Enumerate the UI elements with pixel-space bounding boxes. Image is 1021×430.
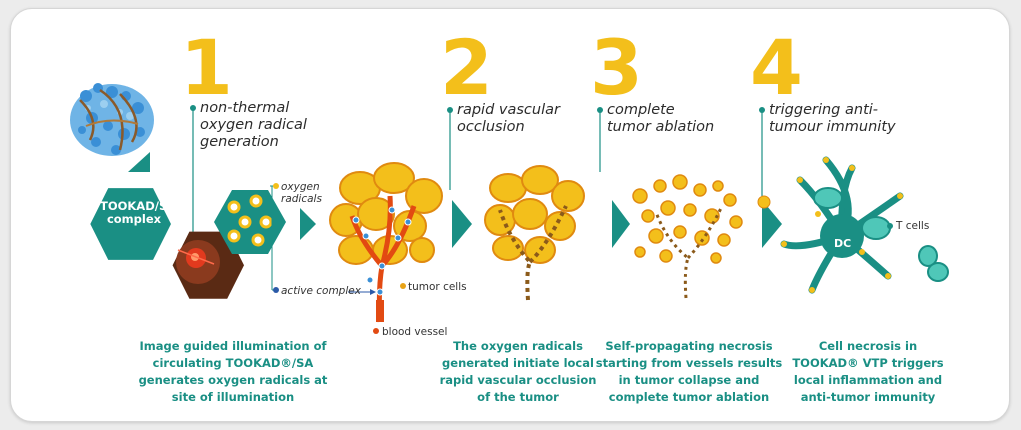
dc-label: DC [834,237,852,250]
step-4-description: Cell necrosis in TOOKAD® VTP triggers lo… [792,339,944,404]
step-arrows [300,200,782,248]
t-cells-label: T cells [896,220,930,232]
step-2-description: The oxygen radicals generated initiate l… [439,339,597,404]
step-2-number: 2 [440,23,493,112]
leader-dots [190,105,765,113]
complex-hexagon [90,188,171,260]
step-3-number: 3 [590,23,643,112]
oxygen-radicals-label: oxygen radicals [281,181,322,205]
illumination-photo [172,231,244,299]
immune-response [757,156,949,294]
complex-label: TOOKAD/SA complex [100,199,177,226]
tumor-with-vessels [329,162,443,323]
step-1-description: Image guided illumination of circulating… [138,339,328,404]
protein-structure-icon [70,83,154,156]
oxygen-radicals-hexagon [214,190,286,254]
small-triangle-icon [128,152,150,172]
tumor-cells-label: tumor cells [408,281,467,293]
leader-lines [192,108,763,240]
ablated-tumor [632,174,743,299]
step-1-number: 1 [180,23,233,112]
step-4-title: triggering anti- tumour immunity [769,102,896,135]
active-complex-label: active complex [281,285,361,297]
step-2-title: rapid vascular occlusion [457,102,560,135]
step-4-number: 4 [750,23,803,112]
step-1-title: non-thermal oxygen radical generation [200,100,307,150]
step-3-description: Self-propagating necrosis starting from … [595,339,783,404]
blood-vessel-label: blood vessel [382,326,448,338]
occluded-tumor [484,165,585,301]
step-3-title: complete tumor ablation [607,102,715,135]
